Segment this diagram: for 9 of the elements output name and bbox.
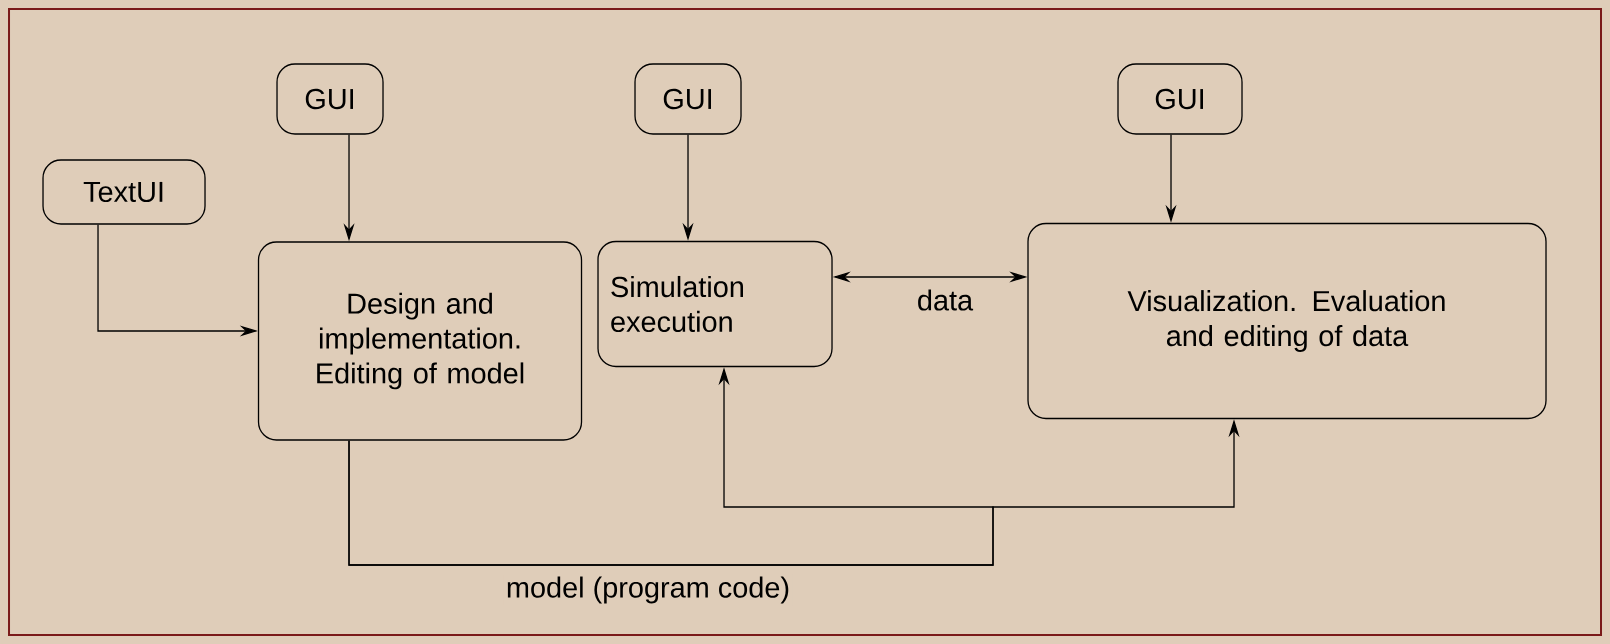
ui-box: GUI — [634, 63, 742, 135]
process-box: Visualization. Evaluation and editing of data — [1027, 222, 1547, 420]
ui-box: GUI — [276, 63, 384, 135]
edge-label: data — [914, 287, 976, 313]
edge-label: model (program code) — [503, 574, 793, 606]
ui-box: TextUI — [42, 159, 206, 225]
process-box: Simulation execution — [597, 240, 833, 368]
process-box: Design and implementation. Editing of model — [257, 241, 583, 441]
ui-box: GUI — [1117, 63, 1243, 135]
